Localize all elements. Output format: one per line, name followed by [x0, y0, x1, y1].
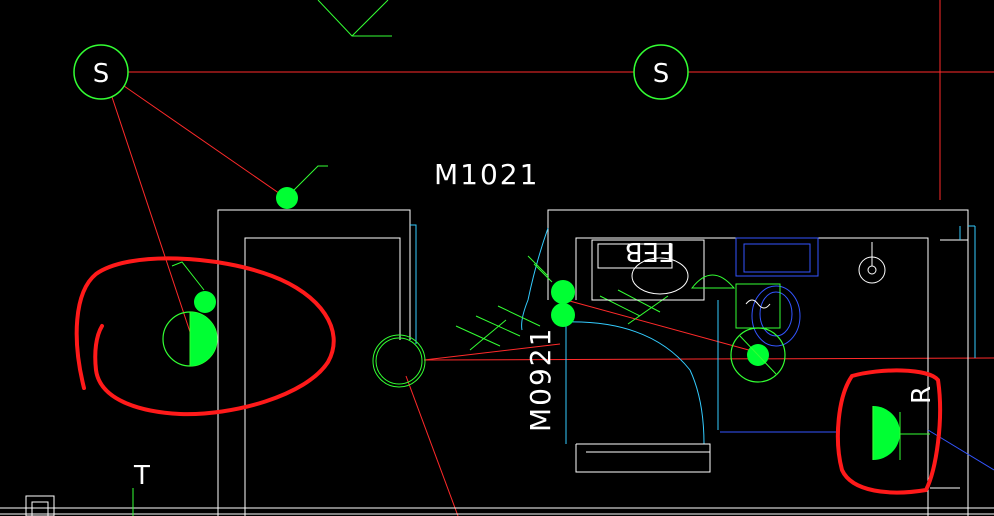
outlet-tag: R: [907, 386, 937, 404]
sink-basin: [631, 257, 689, 295]
mirror-arc: [690, 274, 736, 289]
door-label-top: M1021: [434, 158, 539, 191]
ceiling-light-icon: [276, 165, 328, 209]
markup-circle-left: [74, 256, 336, 417]
half-circle-socket-icon: [872, 406, 930, 460]
wall-right-room-outer: [547, 209, 969, 300]
toilet-bowl: [751, 285, 801, 347]
wall-left-room-outer: [217, 209, 411, 516]
toilet-tank: [735, 237, 819, 277]
corner-mark: T: [133, 461, 150, 491]
bathroom-fixtures: [591, 237, 994, 471]
wall-left-room-inner: [244, 237, 401, 516]
wire-switch-to-fan: [565, 299, 757, 353]
vanity-outline: [591, 239, 705, 301]
fixture-tag: FEB: [625, 236, 674, 266]
doors: [410, 224, 976, 445]
half-circle-socket-icon: [162, 311, 218, 367]
speaker-symbol-icon: S: [73, 44, 129, 100]
wire-ring-down: [405, 375, 459, 516]
counter: [575, 443, 711, 473]
leader-fragment-top: [317, 0, 392, 37]
wire-ring-to-switch: [423, 343, 561, 361]
wall-switch-icon: [171, 261, 216, 313]
markup-circle-right: [835, 368, 943, 495]
toilet-bowl-inner: [759, 291, 793, 337]
wiring: [111, 0, 994, 516]
door-swing-arc: [565, 321, 705, 445]
fan-swirl: [745, 299, 771, 309]
column-stub-inner: [31, 501, 49, 516]
wall-right-end: [940, 239, 969, 516]
wire-speaker-to-light: [123, 85, 287, 199]
wire-speaker-to-socket: [111, 96, 193, 339]
wire-ring-to-right: [423, 357, 994, 361]
exhaust-fan-icon: [730, 327, 786, 383]
door-hatch: [455, 255, 669, 351]
wall-switch-icon: [551, 280, 575, 327]
toilet-tank-inner: [743, 243, 811, 273]
column-stub: [25, 495, 55, 516]
speaker-symbol-icon: S: [633, 44, 689, 100]
speaker-a-label: S: [93, 59, 110, 89]
door-swing-upper: [521, 227, 549, 331]
speaker-b-label: S: [653, 59, 670, 89]
door-label-side: M0921: [524, 327, 557, 432]
junction-box-icon: [372, 334, 426, 388]
door-jamb-left: [410, 224, 417, 344]
